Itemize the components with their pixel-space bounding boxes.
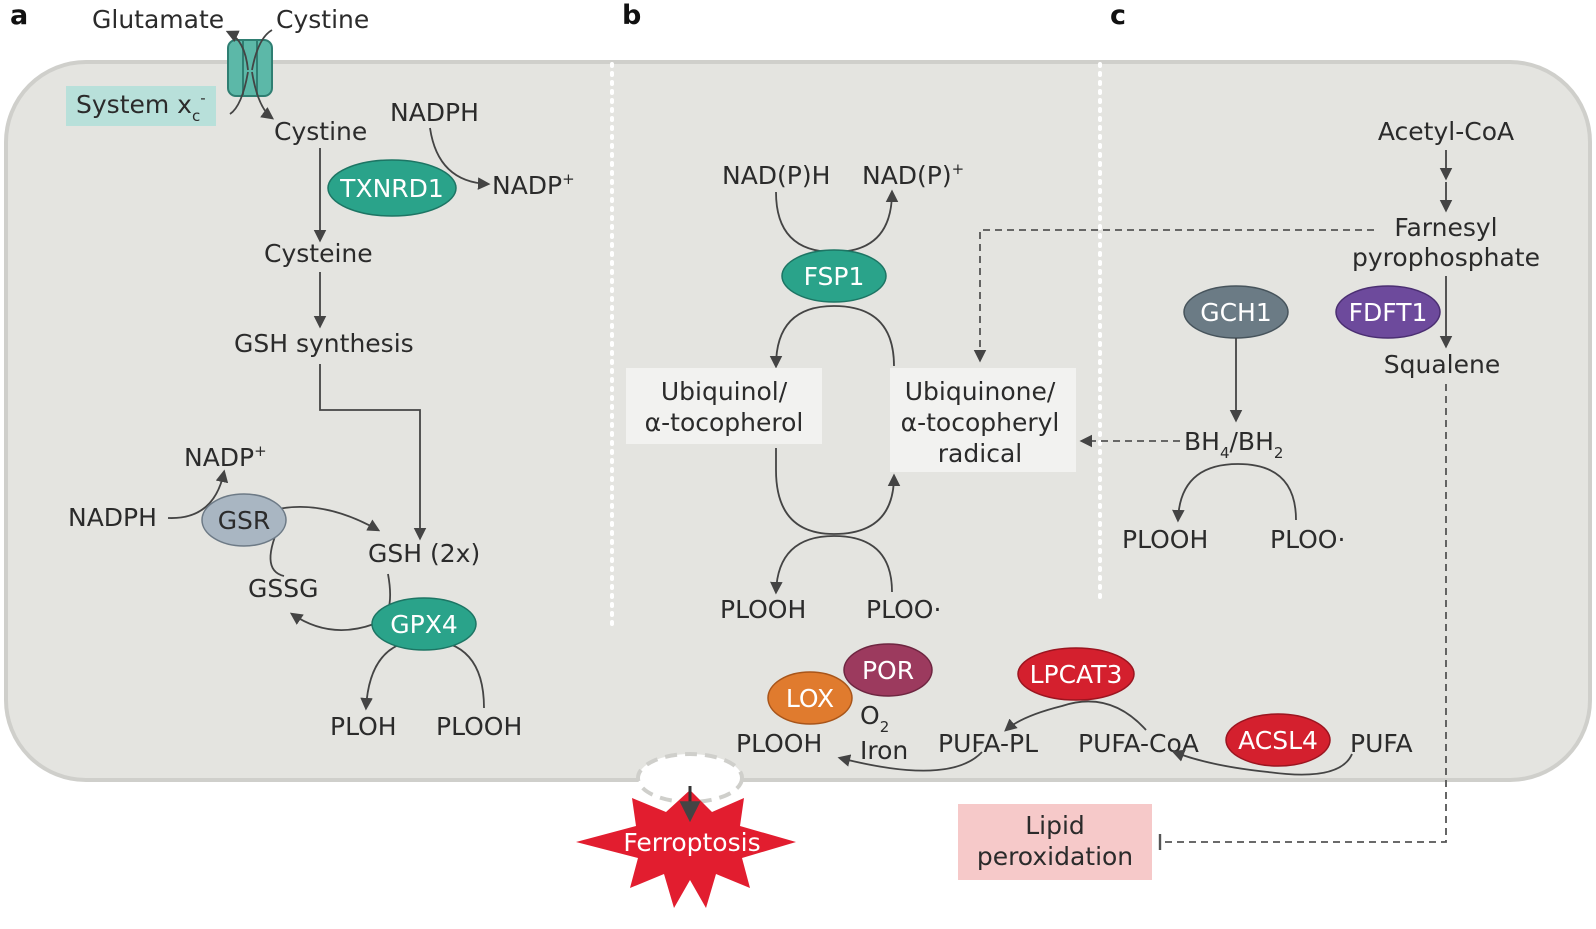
ubiquinol-label-line1: Ubiquinol/ <box>661 377 788 406</box>
gch1-label: GCH1 <box>1200 298 1272 327</box>
iron-label: Iron <box>860 736 908 765</box>
bh4-bh2-label: BH4/BH2 <box>1184 427 1283 462</box>
fdft1-label: FDFT1 <box>1349 298 1428 327</box>
acetyl-coa-label: Acetyl-CoA <box>1378 117 1514 146</box>
ubiquinol-label-line2: α-tocopherol <box>645 408 804 437</box>
fsp1-label: FSP1 <box>804 262 865 291</box>
fsp1-enzyme <box>781 249 887 303</box>
cystine-intracellular-label: Cystine <box>274 117 367 146</box>
o2-label: O2 <box>860 701 889 736</box>
lox-label: LOX <box>786 684 834 713</box>
system-xc-transporter-icon <box>227 39 273 97</box>
system-xc-label: System xc- <box>76 89 206 125</box>
gpx4-label: GPX4 <box>390 610 457 639</box>
ubiquinone-label-line3: radical <box>938 439 1022 468</box>
por-enzyme <box>843 643 933 697</box>
pufa-pl-label: PUFA-PL <box>938 729 1038 758</box>
panel-label-c: c <box>1110 0 1126 31</box>
nadp-top-label: NADP+ <box>492 170 575 200</box>
ploh-label: PLOH <box>330 712 397 741</box>
fdft1-enzyme <box>1335 285 1441 339</box>
lipid-peroxidation-box <box>958 804 1152 880</box>
cystine-extracellular-label: Cystine <box>276 5 369 34</box>
nadph-top-label: NADPH <box>390 98 479 127</box>
lpcat3-label: LPCAT3 <box>1030 660 1123 689</box>
nadp-left-label: NADP+ <box>184 442 267 472</box>
ferroptosis-label: Ferroptosis <box>623 828 760 857</box>
acsl4-label: ACSL4 <box>1238 726 1318 755</box>
ploo-b-label: PLOO· <box>866 595 941 624</box>
ubiquinone-label-line1: Ubiquinone/ <box>905 377 1056 406</box>
gssg-label: GSSG <box>248 574 318 603</box>
lipid-peroxidation-line1: Lipid <box>1025 811 1085 840</box>
ploo-c-label: PLOO· <box>1270 525 1345 554</box>
nadph-left-label: NADPH <box>68 503 157 532</box>
system-xc-box <box>66 86 216 126</box>
gsh2x-label: GSH (2x) <box>368 539 480 568</box>
ferroptosis-burst-icon <box>576 790 796 908</box>
gsr-enzyme <box>201 493 287 547</box>
gsr-label: GSR <box>218 506 271 535</box>
ubiquinone-box <box>890 368 1076 472</box>
gpx4-enzyme <box>371 597 477 651</box>
plooh-b-label: PLOOH <box>720 595 806 624</box>
lox-enzyme <box>767 671 853 725</box>
txnrd1-label: TXNRD1 <box>339 174 444 203</box>
acsl4-enzyme <box>1225 713 1331 767</box>
nadp-b-label: NAD(P)+ <box>862 160 964 190</box>
pufa-label: PUFA <box>1350 729 1413 758</box>
lpcat3-enzyme <box>1017 647 1135 701</box>
nadph-b-label: NAD(P)H <box>722 161 830 190</box>
txnrd1-enzyme <box>327 159 457 217</box>
plooh-a-label: PLOOH <box>436 712 522 741</box>
gsh-synthesis-label: GSH synthesis <box>234 329 414 358</box>
glutamate-label: Glutamate <box>92 5 224 34</box>
ubiquinol-box <box>626 368 822 444</box>
plooh-bottom-label: PLOOH <box>736 729 822 758</box>
farnesyl-label-line2: pyrophosphate <box>1352 243 1540 272</box>
farnesyl-label-line1: Farnesyl <box>1394 213 1497 242</box>
ubiquinone-label-line2: α-tocopheryl <box>901 408 1060 437</box>
cysteine-label: Cysteine <box>264 239 373 268</box>
squalene-label: Squalene <box>1384 350 1500 379</box>
lipid-peroxidation-line2: peroxidation <box>977 842 1133 871</box>
panel-label-b: b <box>622 0 641 31</box>
por-label: POR <box>862 656 914 685</box>
panel-label-a: a <box>10 0 28 31</box>
plooh-c-label: PLOOH <box>1122 525 1208 554</box>
